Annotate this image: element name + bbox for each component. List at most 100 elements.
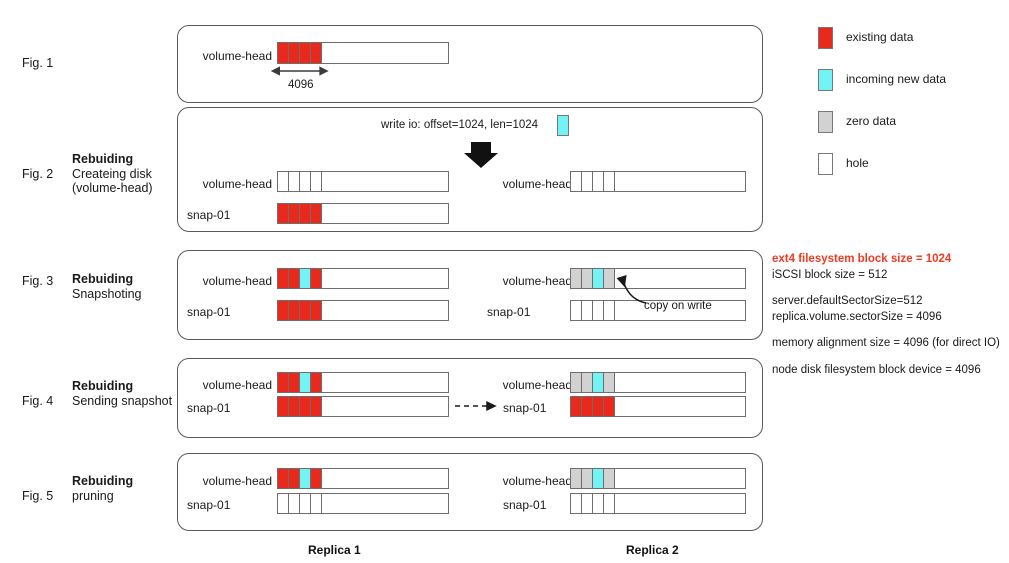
- bar-cell-hole: [604, 301, 615, 320]
- bar-cell-cyan: [300, 269, 311, 288]
- bar-cell-hole: [582, 494, 593, 513]
- bar-cell-red: [300, 43, 311, 63]
- bar-cell-empty: [615, 373, 745, 392]
- bar-cell-cyan: [593, 269, 604, 288]
- fig4-r2-row0-bar: [570, 372, 746, 393]
- fig3-r2-row1-name: snap-01: [487, 305, 531, 319]
- fig2-panel: [177, 107, 763, 232]
- footer-replica1-label: Replica 1: [308, 543, 361, 557]
- bar-cell-empty: [615, 172, 745, 191]
- bar-cell-red: [278, 397, 289, 416]
- fig4-r1-row0-name: volume-head: [202, 378, 272, 392]
- fig5-r1-row1-name: snap-01: [187, 498, 231, 512]
- bar-cell-empty: [615, 301, 745, 320]
- fig5-r2-row1-name: snap-01: [503, 498, 547, 512]
- bar-cell-empty: [322, 43, 448, 63]
- bar-cell-hole: [593, 494, 604, 513]
- fig1-panel: [177, 25, 763, 103]
- legend: existing data incoming new data zero dat…: [812, 24, 1002, 192]
- bar-cell-red: [582, 397, 593, 416]
- fig5-r2-row0-name: volume-head: [502, 474, 572, 488]
- legend-item-label: zero data: [846, 114, 897, 128]
- legend-item-label: existing data: [846, 30, 914, 44]
- config-line-default-sector: server.defaultSectorSize=512: [772, 295, 923, 307]
- fig3-panel: [177, 250, 763, 340]
- fig4-r2-row1-name: snap-01: [503, 401, 547, 415]
- bar-cell-cyan: [593, 469, 604, 488]
- bar-cell-red: [593, 397, 604, 416]
- fig2-r2-row0-name: volume-head: [502, 177, 572, 191]
- bar-cell-red: [311, 204, 322, 223]
- config-line-replica-sector: replica.volume.sectorSize = 4096: [772, 310, 942, 323]
- fig2-title-bold: Rebuiding: [72, 152, 134, 166]
- bar-cell-red: [278, 373, 289, 392]
- fig4-r2-row1-bar: [570, 396, 746, 417]
- bar-cell-red: [289, 269, 300, 288]
- fig4-r1-row1-bar: [277, 396, 449, 417]
- fig4-r1-row1-name: snap-01: [187, 401, 231, 415]
- fig3-r1-row0-bar: [277, 268, 449, 289]
- existing-data-swatch-icon: [818, 27, 833, 49]
- bar-cell-hole: [604, 494, 615, 513]
- bar-cell-hole: [278, 172, 289, 191]
- fig3-r2-row1-bar: [570, 300, 746, 321]
- fig2-r1-row0-bar: [277, 171, 449, 192]
- bar-cell-hole: [300, 494, 311, 513]
- bar-cell-empty: [322, 494, 448, 513]
- bar-cell-hole: [571, 172, 582, 191]
- bar-cell-empty: [615, 469, 745, 488]
- bar-cell-empty: [322, 204, 448, 223]
- fig5-title-line0: pruning: [72, 488, 114, 503]
- legend-item-label: incoming new data: [846, 72, 947, 86]
- fig2-title-line0: Createing disk: [72, 166, 152, 181]
- bar-cell-red: [604, 397, 615, 416]
- bar-cell-red: [278, 269, 289, 288]
- fig5-label: Fig. 5: [22, 489, 54, 503]
- bar-cell-hole: [604, 172, 615, 191]
- fig5-r1-row1-bar: [277, 493, 449, 514]
- fig2-write-io-text: write io: offset=1024, len=1024: [381, 119, 539, 131]
- fig3-title-bold: Rebuiding: [72, 272, 134, 286]
- fig2-r1-row1-bar: [277, 203, 449, 224]
- fig3-r2-row0-name: volume-head: [502, 274, 572, 288]
- fig5-title: Rebuiding pruning: [72, 474, 133, 503]
- bar-cell-red: [278, 301, 289, 320]
- fig5-panel: [177, 453, 763, 531]
- bar-cell-gray: [571, 469, 582, 488]
- fig2-label: Fig. 2: [22, 167, 54, 181]
- fig5-r2-row1-bar: [570, 493, 746, 514]
- config-line-node-disk: node disk filesystem block device = 4096: [772, 363, 981, 376]
- bar-cell-red: [300, 301, 311, 320]
- bar-cell-cyan: [593, 373, 604, 392]
- bar-cell-red: [278, 204, 289, 223]
- fig2-title-line1: (volume-head): [72, 181, 153, 195]
- bar-cell-hole: [593, 301, 604, 320]
- bar-cell-red: [571, 397, 582, 416]
- bar-cell-hole: [593, 172, 604, 191]
- bar-cell-hole: [311, 172, 322, 191]
- bar-cell-hole: [300, 172, 311, 191]
- legend-item-label: hole: [846, 156, 869, 170]
- bar-cell-empty: [322, 172, 448, 191]
- fig3-r1-row0-name: volume-head: [202, 274, 272, 288]
- fig4-label: Fig. 4: [22, 394, 54, 408]
- fig4-r2-row0-name: volume-head: [502, 378, 572, 392]
- config-line-ext4: ext4 filesystem block size = 1024: [772, 253, 952, 265]
- bar-cell-red: [289, 301, 300, 320]
- fig2-r2-row0-bar: [570, 171, 746, 192]
- legend-item: zero data: [812, 108, 1002, 150]
- footer-replica2-label: Replica 2: [626, 543, 679, 557]
- bar-cell-cyan: [300, 469, 311, 488]
- bar-cell-red: [289, 397, 300, 416]
- config-spacer: [772, 283, 1000, 294]
- fig3-copy-on-write-annotation: copy on write: [644, 300, 712, 312]
- bar-cell-red: [289, 43, 300, 63]
- fig3-title: Rebuiding Snapshoting: [72, 272, 142, 301]
- fig1-label: Fig. 1: [22, 56, 54, 70]
- fig2-r1-row1-name: snap-01: [187, 208, 231, 222]
- fig1-dimension-label: 4096: [288, 79, 314, 91]
- config-notes: ext4 filesystem block size = 1024 iSCSI …: [772, 252, 1000, 378]
- bar-cell-red: [300, 204, 311, 223]
- fig4-title-bold: Rebuiding: [72, 379, 134, 393]
- bar-cell-empty: [322, 397, 448, 416]
